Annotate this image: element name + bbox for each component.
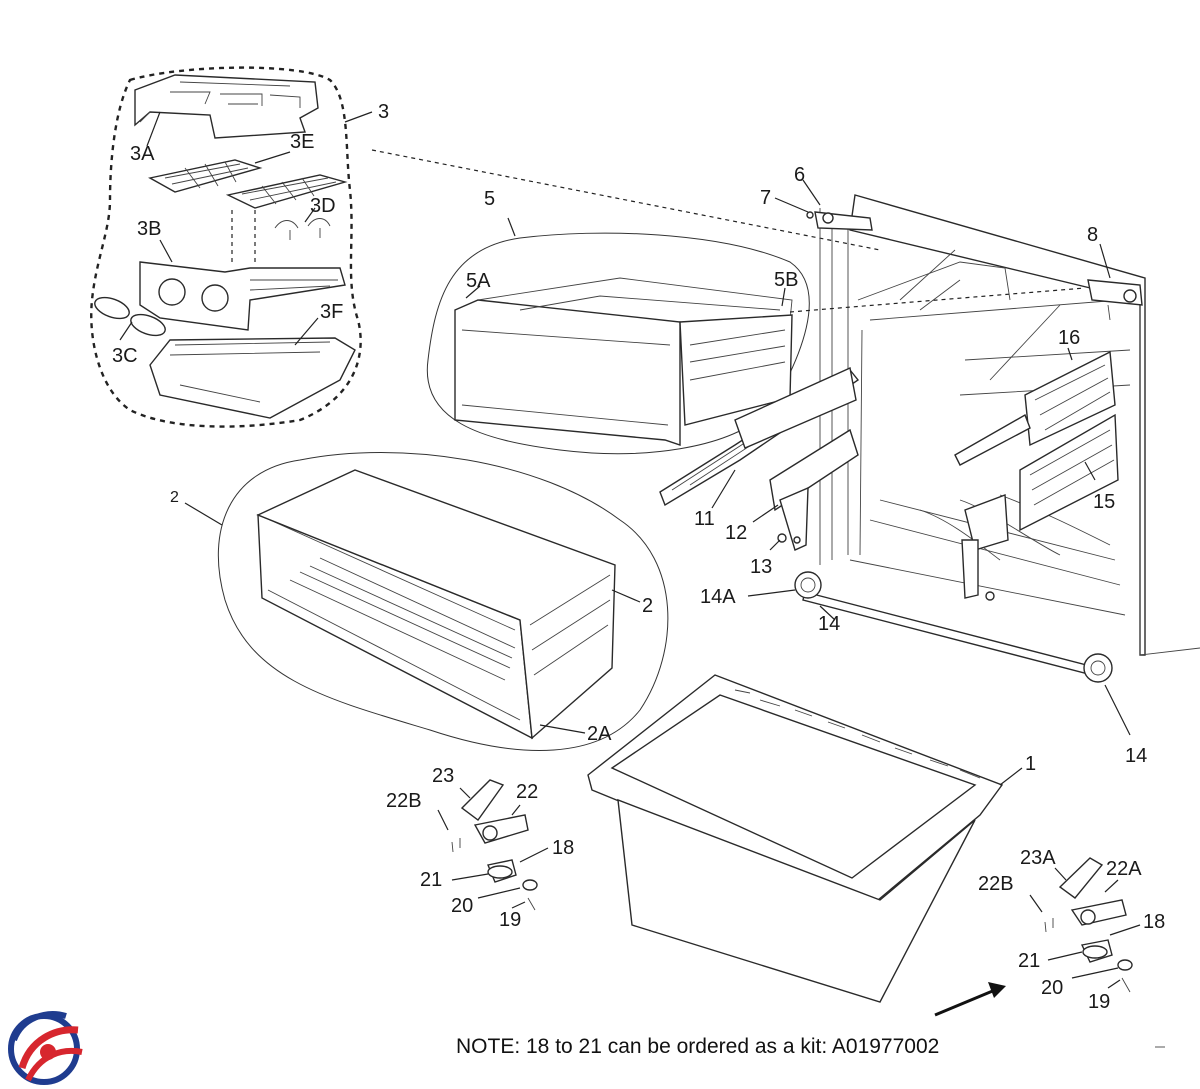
arrow-icon bbox=[934, 982, 1006, 1017]
drawer-slides-15-16 bbox=[954, 347, 1119, 601]
label-12: 12 bbox=[725, 522, 747, 544]
part-2-crisper-drawer bbox=[184, 452, 669, 751]
pinion-shaft-14 bbox=[747, 571, 1131, 736]
label-1: 1 bbox=[1025, 753, 1036, 775]
label-19-right: 19 bbox=[1088, 991, 1110, 1013]
label-23-left: 23 bbox=[432, 765, 454, 787]
label-3F: 3F bbox=[320, 301, 343, 323]
label-22B-left: 22B bbox=[386, 790, 422, 812]
label-22B-right: 22B bbox=[978, 873, 1014, 895]
label-3: 3 bbox=[378, 101, 389, 123]
part-labels: 3 3A 3E 3D 3B 3F 3C 5 5A 5B 6 7 8 16 15 … bbox=[112, 101, 1165, 1013]
label-14-lower: 14 bbox=[1125, 745, 1147, 767]
label-2A: 2A bbox=[587, 723, 612, 745]
label-13: 13 bbox=[750, 556, 772, 578]
label-6: 6 bbox=[794, 164, 805, 186]
drawer-slides-11-12 bbox=[659, 366, 860, 551]
label-20-right: 20 bbox=[1041, 977, 1063, 999]
label-21-left: 21 bbox=[420, 869, 442, 891]
label-5: 5 bbox=[484, 188, 495, 210]
label-22-left: 22 bbox=[516, 781, 538, 803]
hardware-kit-left bbox=[437, 779, 549, 911]
label-23A-right: 23A bbox=[1020, 847, 1056, 869]
label-18-left: 18 bbox=[552, 837, 574, 859]
label-3D: 3D bbox=[310, 195, 336, 217]
label-18-right: 18 bbox=[1143, 911, 1165, 933]
part-3-ice-tray-assembly bbox=[90, 66, 373, 428]
label-15: 15 bbox=[1093, 491, 1115, 513]
label-5B: 5B bbox=[774, 269, 798, 291]
label-22A-right: 22A bbox=[1106, 858, 1142, 880]
label-7: 7 bbox=[760, 187, 771, 209]
label-3B: 3B bbox=[137, 218, 161, 240]
part-1-freezer-bin bbox=[587, 674, 1023, 1003]
label-2-small: 2 bbox=[170, 489, 179, 506]
label-5A: 5A bbox=[466, 270, 491, 292]
label-2: 2 bbox=[642, 595, 653, 617]
label-16: 16 bbox=[1058, 327, 1080, 349]
label-3E: 3E bbox=[290, 131, 314, 153]
kit-note: NOTE: 18 to 21 can be ordered as a kit: … bbox=[456, 1035, 939, 1058]
label-14A: 14A bbox=[700, 586, 736, 608]
brand-logo bbox=[8, 1011, 83, 1085]
label-19-left: 19 bbox=[499, 909, 521, 931]
label-11: 11 bbox=[694, 508, 715, 530]
label-20-left: 20 bbox=[451, 895, 473, 917]
label-8: 8 bbox=[1087, 224, 1098, 246]
hinge-8 bbox=[789, 243, 1143, 321]
label-3A: 3A bbox=[130, 143, 155, 165]
alignment-line bbox=[371, 149, 881, 251]
label-14-upper: 14 bbox=[818, 613, 840, 635]
hinge-6 bbox=[774, 179, 873, 231]
part-5-crisper-drawer bbox=[426, 217, 810, 455]
label-3C: 3C bbox=[112, 345, 138, 367]
hardware-kit-right bbox=[1029, 857, 1141, 993]
label-21-right: 21 bbox=[1018, 950, 1040, 972]
